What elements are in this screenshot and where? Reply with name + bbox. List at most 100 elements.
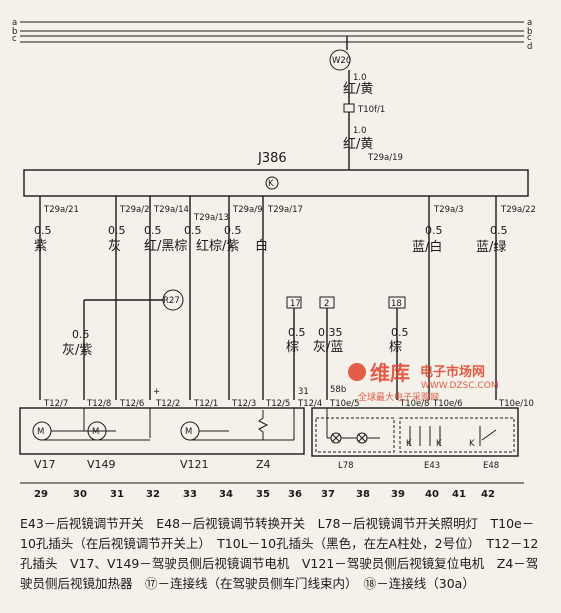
rail-label-c-right: c [527, 33, 532, 43]
wire-pin-5: T29a/9 [232, 205, 263, 215]
legend-caption: E43－后视镜调节开关 E48－后视镜调节转换开关 L78－后视镜调节开关照明灯… [20, 516, 539, 591]
column-34: 34 [219, 489, 233, 500]
wire-pin-4: T29a/13 [193, 213, 229, 223]
rail-label-a: a [12, 18, 17, 28]
module-pin-top: T29a/19 [367, 153, 403, 163]
top-feed: W20 1.0 红/黄 T10f/1 1.0 红/黄 T29a/19 [329, 36, 403, 170]
t10e-pin-4: T10e/10 [498, 399, 534, 409]
t10e-box [311, 407, 519, 457]
column-33: 33 [183, 489, 197, 500]
column-29: 29 [34, 489, 48, 500]
module-j386: J386 K [23, 151, 529, 197]
module-box [23, 169, 529, 197]
t12-pin-8: T12/4 [297, 399, 322, 409]
module-symbol: K [268, 179, 274, 189]
boxed-color-2: 灰/蓝 [313, 340, 343, 355]
rail-label-a-right: a [527, 18, 532, 28]
top-wire1-gauge: 1.0 [353, 73, 367, 83]
wire-pin-2: T29a/2 [119, 205, 150, 215]
e43-e48-housing [399, 417, 515, 453]
module-name: J386 [257, 151, 287, 166]
watermark: 维库 电子市场网 WWW.DZSC.COM 全球最大电子采购网 [348, 361, 499, 403]
wire-color-7: 蓝/白 [412, 239, 442, 255]
wire-gauge-7: 0.5 [425, 224, 443, 237]
pin-mark-plus: + [153, 387, 160, 397]
wire-pin-8: T29a/22 [500, 205, 536, 215]
component-z4: Z4 [256, 458, 271, 471]
motor-v149-symbol: M [92, 427, 99, 437]
column-37: 37 [321, 489, 335, 500]
t12-pin-3: T12/6 [119, 399, 144, 409]
column-38: 38 [356, 489, 370, 500]
component-v17: V17 [34, 458, 56, 471]
watermark-logo-icon [348, 363, 366, 381]
component-l78: L78 [338, 461, 354, 471]
rail-label-b-right: b [527, 27, 532, 37]
top-wire2-gauge: 1.0 [353, 126, 367, 136]
t10e-pin-3: T10e/6 [432, 399, 463, 409]
wire-pin-6: T29a/17 [267, 205, 303, 215]
t10f-connector [343, 103, 355, 113]
bus-rails: a b c a b c d [12, 18, 532, 52]
rail-label-c: c [12, 34, 17, 44]
column-36: 36 [288, 489, 302, 500]
t12-pin-2: T12/8 [86, 399, 111, 409]
t12-pin-6: T12/3 [231, 399, 256, 409]
r27-branch: R27 0.5 灰/紫 [62, 289, 184, 400]
e43-symbol: K [406, 439, 412, 449]
wire-gauge-3: 0.5 [144, 224, 162, 237]
component-e48: E48 [483, 461, 499, 471]
box-label-2: 2 [324, 299, 329, 309]
wire-gauge-2: 0.5 [108, 224, 126, 237]
column-30: 30 [73, 489, 87, 500]
wire-pin-7: T29a/3 [433, 205, 464, 215]
t12-pin-1: T12/7 [43, 399, 68, 409]
t10f-pin-label: T10f/1 [357, 105, 385, 115]
w20-label: W20 [332, 56, 351, 66]
column-41: 41 [452, 489, 466, 500]
wire-gauge-4: 0.5 [184, 224, 202, 237]
connector-t12: T12/7 T12/8 T12/6 T12/2 T12/1 T12/3 T12/… [19, 387, 322, 471]
wire-color-8: 蓝/绿 [476, 240, 506, 255]
column-31: 31 [110, 489, 124, 500]
boxed-gauge-18: 0.5 [391, 326, 409, 339]
top-wire2-color: 红/黄 [343, 136, 373, 152]
column-32: 32 [146, 489, 160, 500]
wire-gauge-8: 0.5 [490, 224, 508, 237]
wire-color-3: 红/黑棕 [144, 238, 187, 254]
t12-pin-4: T12/2 [155, 399, 180, 409]
heater-z4-icon [258, 410, 269, 440]
watermark-slogan: 全球最大电子采购网 [358, 391, 439, 403]
r27-wire-gauge: 0.5 [72, 328, 90, 341]
t12-pin-7: T12/5 [265, 399, 290, 409]
module-symbol-circle [265, 176, 279, 190]
wire-pin-1: T29a/21 [43, 205, 79, 215]
boxed-gauge-17: 0.5 [288, 326, 306, 339]
r27-label: R27 [163, 296, 180, 306]
boxed-color-17: 棕 [286, 340, 299, 355]
w20-connector [329, 49, 351, 71]
t10e-pin-2: T10e/8 [399, 399, 430, 409]
boxed-wires: 17 0.5 棕 2 0.35 灰/蓝 18 0.5 棕 [286, 296, 409, 400]
e48-symbol: K [469, 439, 475, 449]
wire-pin-3: T29a/14 [153, 205, 189, 215]
boxed-color-18: 棕 [389, 340, 402, 355]
e43-symbol-2: K [436, 439, 442, 449]
pin-mark-31: 31 [298, 387, 309, 397]
watermark-url: WWW.DZSC.COM [421, 381, 499, 391]
t10e-pin-1: T10e/5 [329, 399, 360, 409]
component-e43: E43 [424, 461, 440, 471]
watermark-brand: 维库 [370, 361, 410, 385]
column-42: 42 [481, 489, 495, 500]
wire-gauge-1: 0.5 [34, 224, 52, 237]
watermark-site: 电子市场网 [420, 364, 485, 380]
rail-label-b: b [12, 27, 17, 37]
motor-v17-symbol: M [37, 427, 44, 437]
boxed-gauge-2: 0.35 [318, 326, 343, 339]
module-wires: T29a/21 0.5 紫 T29a/2 0.5 灰 T29a/14 0.5 红… [34, 196, 536, 400]
column-numbers: 29 30 31 32 33 34 35 36 37 38 39 40 41 4… [20, 482, 524, 500]
t12-pin-5: T12/1 [193, 399, 218, 409]
l78-housing [315, 417, 395, 453]
wire-gauge-5: 0.5 [224, 224, 242, 237]
